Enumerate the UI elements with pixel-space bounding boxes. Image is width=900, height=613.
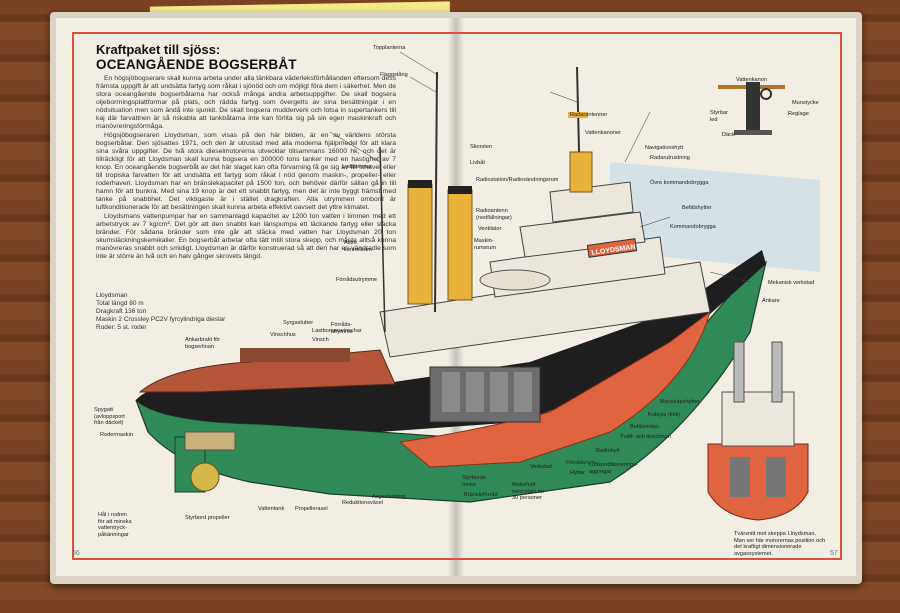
derrick-post [379,146,386,333]
winch-deck [240,348,350,362]
label-avgasledning: Avgasledning [372,494,406,500]
label-bransleforrad: Bränsleförråd [464,492,498,498]
label-dack: Däck [722,132,735,138]
label-befalshytter: Befälshytter [682,205,712,211]
label-reglage: Reglage [788,111,809,117]
spec-line: Lloydsman [96,292,128,299]
label-syrgasstuber: Syrgastuber [283,320,314,326]
steering-gear [184,431,236,451]
mast-platform [568,112,588,118]
label-propelleraxel: Propelleraxel [295,506,328,512]
funnel-top [408,180,432,188]
label-navigationshytt: Navigationshytt [645,145,684,151]
label-hal-i-rodren: Hål i rodren för att minska vattentryck-… [98,512,132,538]
cross-engine-right [766,457,786,497]
label-radiohytt: Radiohytt [596,448,620,454]
label-manskapshytter: Manskapshytter [660,399,700,405]
label-radarutrustning: Radarutrustning [650,155,690,161]
aft-mast [434,71,438,313]
page-number-right: 57 [830,550,838,557]
leader-lines [329,51,751,283]
label-styrbord-propeller: Styrbord propeller [185,515,230,521]
cross-section-hull [707,443,809,521]
sky-background [610,162,820,272]
lifeboat [479,269,551,291]
spec-line: Dragkraft 136 ton [96,308,147,315]
funnel-right [447,189,473,301]
water-cannon-wheel [760,88,772,100]
cross-engine-left [730,457,750,497]
article-kicker: Kraftpaket till sjöss: [96,42,221,57]
label-luftkonditionering: Luftkonditionerings- aggregat [589,462,638,475]
label-forradsrum: Förrådsrum [566,460,595,466]
water-cannon-mount [746,82,760,132]
label-livbat: Livbåt [470,160,485,166]
label-ventilator: Ventilator [478,226,502,232]
label-hytter: Hytter [570,470,585,476]
label-reduktionsvaxel: Reduktionsväxel [342,500,384,506]
label-forradsutrymme: Förrådsutrymme [336,277,378,283]
label-ovre-kommandobrygga: Övre kommandobrygga [650,180,709,186]
label-ankarbrakt: Ankarbrakt för bogserlinan [185,337,221,350]
engine-cylinder [466,372,484,412]
cross-section-casing [721,391,795,447]
article-title: OCEANGÅENDE BOGSERBÅT [96,57,297,72]
tugboat-cutaway-illustration: LLOYDSMAN [135,51,820,521]
label-ledbommar: Ledbommar [342,164,372,170]
page-number-left: 56 [72,550,80,557]
propeller [190,462,220,492]
engine-cylinder [442,372,460,412]
label-vinsch: Vinsch [312,337,329,343]
forward-funnel [569,151,593,193]
label-mekanisk-verkstad: Mekanisk verkstad [768,280,815,286]
spec-line: Total längd 80 m [96,300,144,307]
paragraph-1: En högsjöbogserare skall kunna arbeta un… [96,75,396,130]
label-befalsmass: Befälsmäss [630,424,659,430]
label-forrads-utrymme: Förråds- utrymme [331,322,353,335]
label-munstycke: Munstycke [792,100,819,106]
spec-line: Maskin 2 Crossley PC2V fyrcylindriga die… [96,316,226,323]
label-lastbommsvinschar: Lastbommsvinschar [312,328,362,334]
label-skorsten: Skorsten [470,144,493,150]
label-vinschhus: Vinschhus [270,332,296,338]
label-styrbar-led: Styrbar led [710,110,729,123]
label-radioantenn: Radioantenn (nedfällningar) [476,208,512,221]
label-vattentank: Vattentank [258,506,285,512]
page-frame [72,32,842,560]
label-radiostation: Radiostation/Radiosändningsrum [476,177,559,183]
water-cannon-deck [734,130,772,135]
exhaust-pipe-right [771,341,783,403]
label-styrbords-motor: Styrbords motor [462,475,486,488]
funnel-top [448,186,472,194]
label-radarantenner: Radarantenner [570,112,608,118]
name-plate [586,238,638,258]
label-kommandobrygga: Kommandobrygga [670,224,716,230]
exhaust-pipe-left [733,341,745,403]
label-aktre-kontrollrum: Aktre kontrollrum [344,240,372,253]
label-kabyss: Kabyss (kök) [648,412,681,418]
spec-line: Roder: 5 st. roder [96,324,147,331]
article-body: En högsjöbogserare skall kunna arbeta un… [96,75,396,262]
cross-section-caption: Tvärsnitt mot skeppa Lloydsman. Man ser … [734,531,826,557]
label-spygatt: Spygatt (avloppsport från däcket) [94,407,125,426]
engine-cylinder [490,372,508,412]
label-ankare: Ankare [762,298,780,304]
label-tvatt: Tvätt- och duschrum [620,434,671,440]
label-vattenkanoner: Vattenkanoner [585,130,621,136]
paragraph-2: Högsjöbogseraren Lloydsman, som visas på… [96,132,396,211]
label-motorhytt: Motorhytt med plats för 30 personer [512,482,545,501]
ship-specs: Lloydsman Total längd 80 m Dragkraft 136… [96,292,225,332]
label-flaggstang: Flaggstång [380,72,408,78]
paragraph-3: Lloydsmans vattenpumpar har en sammanlag… [96,213,396,260]
label-rodermaskin: Rodermaskin [100,432,133,438]
engine-cylinder [514,372,532,412]
label-maskinrumsrum: Maskin- rumsrum [474,238,497,251]
open-book: Kraftpaket till sjöss: OCEANGÅENDE BOGSE… [50,12,862,584]
funnel-left [407,183,433,305]
label-topplanterna: Topplanterna [373,45,406,51]
label-verkstad: Verkstad [530,464,552,470]
label-vattenkanon: Vattenkanon [736,77,767,83]
